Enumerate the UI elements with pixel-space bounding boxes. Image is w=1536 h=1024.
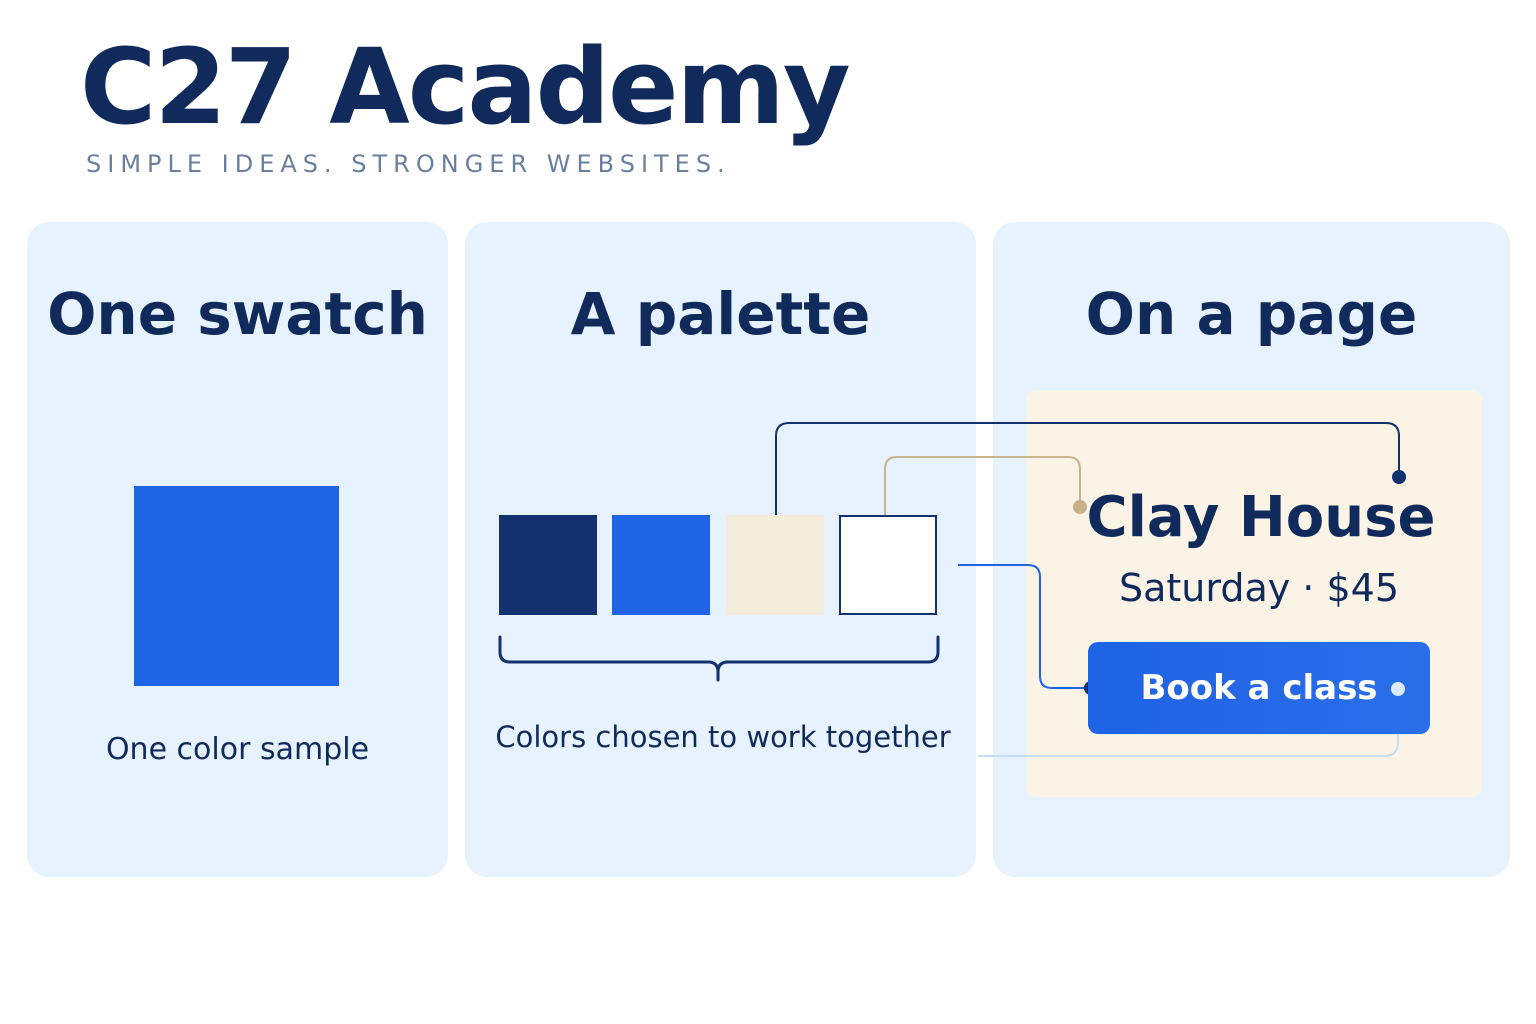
mockup-title: Clay House [1086,485,1436,550]
brand-tagline: SIMPLE IDEAS. STRONGER WEBSITES. [86,150,731,178]
palette-swatch-white [839,515,937,615]
book-a-class-button[interactable]: Book a class [1088,642,1430,734]
single-color-swatch [134,486,339,686]
book-a-class-button-label: Book a class [1140,668,1378,708]
mockup-subtitle: Saturday · $45 [1118,566,1399,610]
panel-heading-on-a-page: On a page [1085,280,1418,348]
swatch-caption: One color sample [105,732,370,767]
panel-heading-palette: A palette [570,280,871,348]
panel-heading-one-swatch: One swatch [47,280,428,348]
palette-swatch-cream [726,515,824,615]
palette-caption: Colors chosen to work together [495,720,951,754]
brand-title: C27 Academy [80,26,851,148]
palette-swatch-navy [499,515,597,615]
palette-swatch-blue [612,515,710,615]
